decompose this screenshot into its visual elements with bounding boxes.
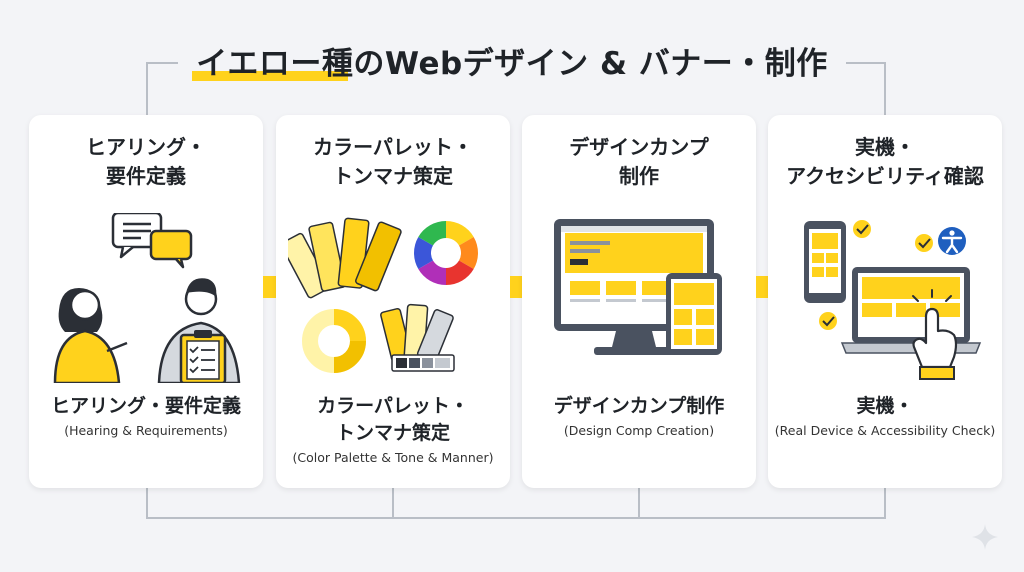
sparkle-icon: [972, 524, 998, 550]
step-heading-line-2: トンマナ策定: [333, 164, 453, 188]
step-label: デザインカンプ制作 (Design Comp Creation): [522, 393, 756, 442]
step-label-text: デザインカンプ制作: [553, 395, 725, 417]
step-label-en: (Design Comp Creation): [563, 423, 715, 438]
frame-left-drop: [146, 62, 148, 116]
color-palette-icon: [288, 217, 478, 373]
step-heading-line-2: アクセシビリティ確認: [786, 164, 984, 188]
step-label-text: 実機・: [856, 395, 914, 417]
page-title: イエロー種のWebデザイン & バナー・制作: [178, 38, 846, 83]
device-accessibility-icon: [804, 220, 982, 380]
step-label: 実機・ (Real Device & Accessibility Check): [768, 393, 1002, 442]
step-label-en: (Color Palette & Tone & Manner): [292, 450, 494, 465]
step-card-hearing: ヒアリング・ 要件定義 ヒアリング・要件定義 (Hearing & Requir…: [29, 115, 263, 488]
title-text: イエロー種のWebデザイン & バナー・制作: [196, 46, 828, 82]
step-heading-line-1: カラーパレット・: [313, 135, 473, 159]
step-label-line-2: トンマナ策定: [335, 422, 450, 444]
step-heading-line-1: デザインカンプ: [569, 135, 709, 159]
step-heading-line-2: 制作: [619, 164, 659, 188]
step-heading: デザインカンプ 制作: [522, 133, 756, 191]
frame-top-left: [146, 62, 206, 64]
title-area: イエロー種のWebデザイン & バナー・制作: [0, 38, 1024, 83]
frame-bottom-leg-2: [392, 488, 394, 518]
frame-top-right: [820, 62, 886, 64]
step-heading-line-2: 要件定義: [106, 164, 186, 188]
step-heading-line-1: 実機・: [855, 135, 915, 159]
step-label: カラーパレット・ トンマナ策定 (Color Palette & Tone & …: [276, 393, 510, 469]
step-card-color-palette: カラーパレット・ トンマナ策定: [276, 115, 510, 488]
frame-bottom: [146, 517, 886, 519]
step-heading: 実機・ アクセシビリティ確認: [768, 133, 1002, 191]
step-card-device-check: 実機・ アクセシビリティ確認 実機・ (R: [768, 115, 1002, 488]
step-card-design-comp: デザインカンプ 制作 デザインカンプ制作 (Design Comp Creati…: [522, 115, 756, 488]
step-heading: ヒアリング・ 要件定義: [29, 133, 263, 191]
frame-bottom-leg-4: [884, 488, 886, 518]
design-comp-icon: [554, 219, 722, 355]
step-heading-line-1: ヒアリング・: [86, 135, 206, 159]
step-label-line-1: カラーパレット・: [317, 395, 469, 417]
frame-right-drop: [884, 62, 886, 116]
step-heading: カラーパレット・ トンマナ策定: [276, 133, 510, 191]
frame-bottom-leg-3: [638, 488, 640, 518]
step-label-text: ヒアリング・要件定義: [50, 395, 241, 417]
step-label: ヒアリング・要件定義 (Hearing & Requirements): [29, 393, 263, 442]
step-label-en: (Hearing & Requirements): [64, 423, 228, 438]
step-label-en: (Real Device & Accessibility Check): [774, 423, 996, 438]
frame-bottom-leg-1: [146, 488, 148, 518]
title-highlight: [192, 71, 349, 81]
hearing-conversation-icon: [53, 213, 241, 383]
